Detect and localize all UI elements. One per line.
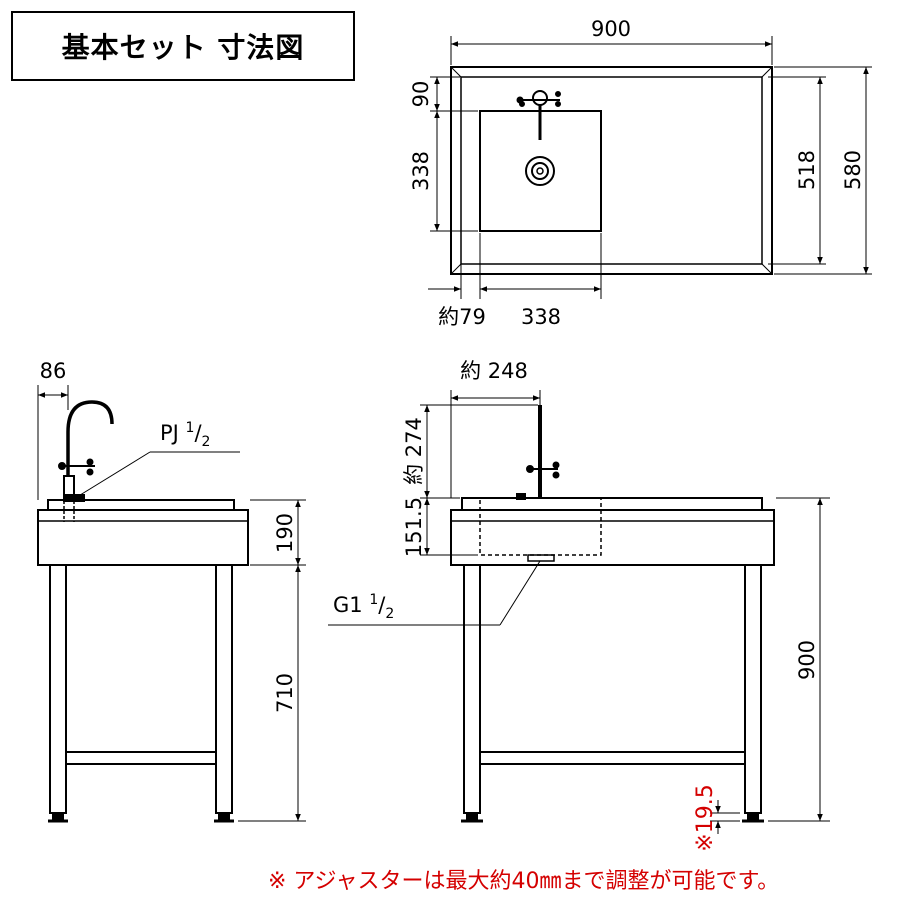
front-top-rim	[461, 497, 763, 511]
dim-offset-left-79: 約79	[438, 305, 486, 329]
side-crossbar	[65, 751, 217, 765]
dim-depth-580: 580	[841, 150, 865, 190]
label-faucet-connection: PJ 1/2	[160, 420, 210, 450]
dim-faucet-offset-248: 約 248	[460, 359, 528, 383]
dim-faucet-offset-86: 86	[40, 359, 67, 383]
dim-total-height-900: 900	[795, 640, 819, 680]
dim-depth-518: 518	[795, 150, 819, 190]
adjuster-note: ※ アジャスターは最大約40㎜まで調整が可能です。	[268, 869, 779, 894]
side-basin	[37, 509, 249, 566]
dim-adjuster-19-5: ※19.5	[693, 784, 718, 851]
front-view-labels: 約 248 約 274 151.5 G1 1/2 900 ※19.5	[333, 359, 819, 852]
top-inner-rim	[460, 76, 763, 265]
front-crossbar	[479, 751, 746, 765]
side-view	[37, 400, 249, 823]
front-view	[450, 405, 775, 823]
side-faucet-spout	[66, 400, 114, 498]
top-view-labels: 900 580 518 90 338 約79 338	[409, 17, 865, 329]
front-leg-right	[744, 564, 762, 814]
dim-offset-back-90: 90	[409, 81, 433, 108]
side-view-labels: 86 PJ 1/2 190 710	[40, 359, 297, 713]
top-outer-rim	[450, 66, 773, 275]
drain-outer	[525, 156, 555, 186]
side-leg-left	[49, 564, 67, 814]
top-view-dimensions	[428, 36, 872, 299]
front-leg-left	[463, 564, 481, 814]
top-view	[450, 66, 773, 275]
dim-faucet-height-274: 約 274	[402, 417, 426, 485]
dim-bowl-width-338: 338	[521, 305, 561, 329]
dim-bowl-depth-338: 338	[409, 151, 433, 191]
dim-width-900: 900	[591, 17, 631, 41]
side-view-dimensions	[37, 385, 306, 822]
side-leg-right	[215, 564, 233, 814]
front-bowl-hidden	[479, 497, 602, 556]
front-view-dimensions	[328, 390, 830, 834]
label-drain-connection: G1 1/2	[333, 592, 394, 622]
page-title: 基本セット 寸法図	[61, 31, 305, 64]
dim-bowl-height-190: 190	[273, 513, 297, 553]
faucet-top-body	[532, 90, 548, 106]
drain-inner	[531, 162, 549, 180]
title-box: 基本セット 寸法図	[11, 11, 355, 81]
dim-leg-height-710: 710	[273, 673, 297, 713]
dim-bowl-depth-151: 151.5	[402, 497, 426, 557]
front-basin	[450, 509, 775, 566]
